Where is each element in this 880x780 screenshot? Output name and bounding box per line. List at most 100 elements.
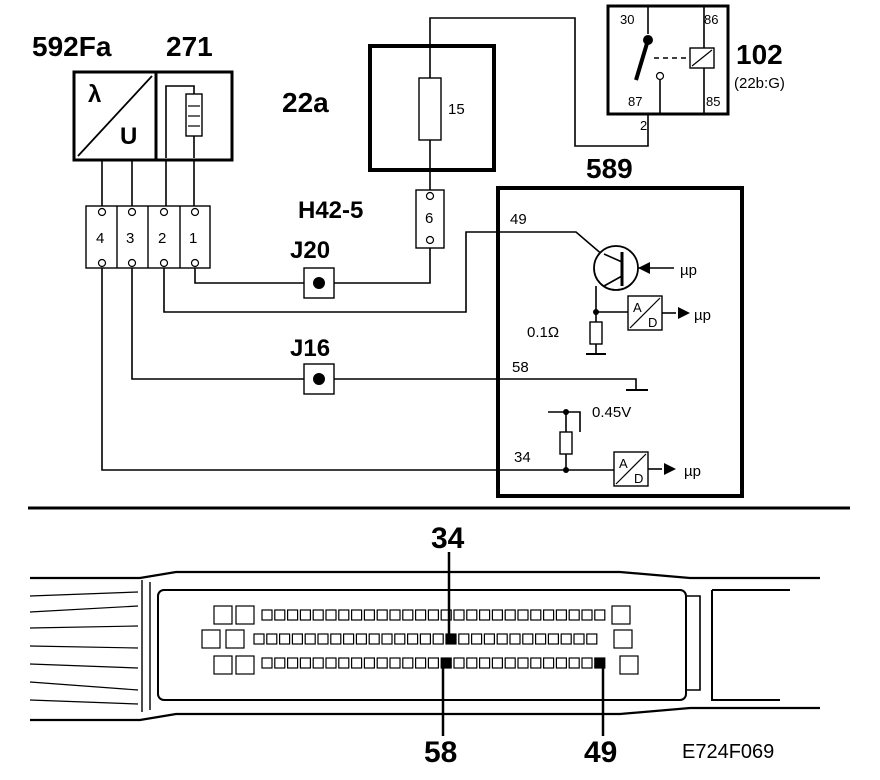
connector-pin — [581, 657, 593, 669]
plug-pin-1-label: 1 — [189, 230, 197, 247]
connector-pin — [534, 633, 547, 645]
connector-pin — [266, 633, 278, 645]
connector-pin — [517, 657, 529, 669]
harness-clamp — [141, 580, 151, 712]
connector-pin — [351, 657, 363, 669]
connector-code-label: H42-5 — [298, 197, 363, 224]
transistor-emitter — [603, 275, 623, 287]
connector-pin — [509, 633, 521, 645]
plug-pin-hole — [127, 258, 137, 268]
connector-pin — [376, 609, 388, 621]
ad-converter-1-diagonal — [629, 297, 661, 329]
connector-pin — [330, 633, 342, 645]
pin-callout-34: 34 — [431, 522, 465, 555]
connector-pin — [504, 657, 516, 669]
connector-pin-49 — [594, 657, 606, 669]
ad2-d-label: D — [634, 471, 643, 486]
connector-pin — [466, 657, 478, 669]
connector-pin — [343, 633, 355, 645]
connector-pin — [299, 609, 311, 621]
connector-pin — [453, 657, 465, 669]
j16-dot — [313, 373, 325, 385]
connector-pin — [560, 633, 572, 645]
connector-pin — [586, 633, 598, 645]
connector-pin — [491, 657, 503, 669]
connector-pin — [479, 657, 491, 669]
connector-pin — [274, 609, 286, 621]
connector-pin — [504, 609, 516, 621]
transistor-arrow-icon — [638, 262, 650, 274]
relay-switch-arm — [634, 39, 650, 81]
j20-dot — [313, 277, 325, 289]
connector-pin-grid — [201, 605, 639, 675]
connector-pin — [355, 633, 367, 645]
connector-pin — [522, 633, 534, 645]
relay-terminal-85: 85 — [706, 94, 720, 109]
connector-pin — [496, 633, 508, 645]
connector-power-pin — [213, 605, 233, 625]
mu-p-label-3: µp — [684, 463, 701, 480]
connector-pin — [376, 657, 388, 669]
connector-power-pin — [235, 655, 255, 675]
plug-pin-2-label: 2 — [158, 230, 166, 247]
connector-pin — [325, 657, 337, 669]
ref-voltage-dot — [563, 409, 569, 415]
connector-pin — [407, 633, 419, 645]
connector-pin — [568, 609, 580, 621]
wire-pin2-to-ecu-49 — [163, 231, 605, 313]
plug-pin-hole — [190, 207, 200, 217]
plug-pin-3-label: 3 — [126, 230, 134, 247]
ecu-pin-58-label: 58 — [512, 359, 529, 376]
connector-pin — [287, 609, 299, 621]
ecu-pin-49-label: 49 — [510, 211, 527, 228]
connector-pin — [261, 609, 273, 621]
connector-pin — [389, 609, 401, 621]
sensor-code-label: 592Fa — [32, 31, 112, 62]
pin-callout-49: 49 — [584, 736, 617, 769]
plug-pin-4-label: 4 — [96, 230, 104, 247]
heater-wire-left — [165, 85, 195, 158]
connector-pin-hole — [425, 235, 435, 245]
connector-power-pin — [619, 655, 639, 675]
connector-power-pin — [201, 629, 221, 649]
connector-pin — [389, 657, 401, 669]
connector-pin — [419, 633, 431, 645]
u-symbol: U — [120, 123, 137, 150]
connector-pin — [555, 609, 568, 621]
plug-pin-hole — [159, 258, 169, 268]
wire-pin3-j16-ground — [131, 268, 637, 390]
ecu-box — [496, 186, 744, 498]
connector-pin — [568, 657, 580, 669]
ecu-pin-34-label: 34 — [514, 449, 531, 466]
relay-terminal-86: 86 — [704, 12, 718, 27]
mu-p-label-1: µp — [680, 262, 697, 279]
connector-pin — [530, 609, 542, 621]
ecu-housing-edge — [711, 589, 790, 701]
heater-code-label: 271 — [166, 31, 213, 62]
j20-label: J20 — [290, 237, 330, 264]
connector-pin — [530, 657, 542, 669]
plug-pin-hole — [190, 258, 200, 268]
ad2-a-label: A — [619, 456, 628, 471]
connector-power-pin — [235, 605, 255, 625]
connector-pin — [317, 633, 329, 645]
harness-bottom-outline — [30, 706, 820, 722]
ref-resistor — [559, 431, 573, 455]
connector-pin — [338, 609, 350, 621]
wire-pin1-j20-connector — [194, 248, 431, 284]
fuse-15 — [418, 77, 442, 141]
connector-pin — [466, 609, 478, 621]
pin-callout-58: 58 — [424, 736, 457, 769]
harness-wires — [29, 591, 139, 705]
figure-code: E724F069 — [682, 741, 774, 763]
connector-pin-58 — [440, 657, 452, 669]
heater-resistor — [185, 93, 203, 137]
connector-pin — [594, 609, 606, 621]
ref-voltage-label: 0.45V — [592, 404, 631, 421]
wire-pin4-to-ecu-34 — [101, 268, 616, 471]
harness-top-outline — [30, 570, 820, 580]
junction-dot — [563, 467, 569, 473]
connector-pin — [483, 633, 495, 645]
ad-converter-2-diagonal — [615, 453, 647, 485]
